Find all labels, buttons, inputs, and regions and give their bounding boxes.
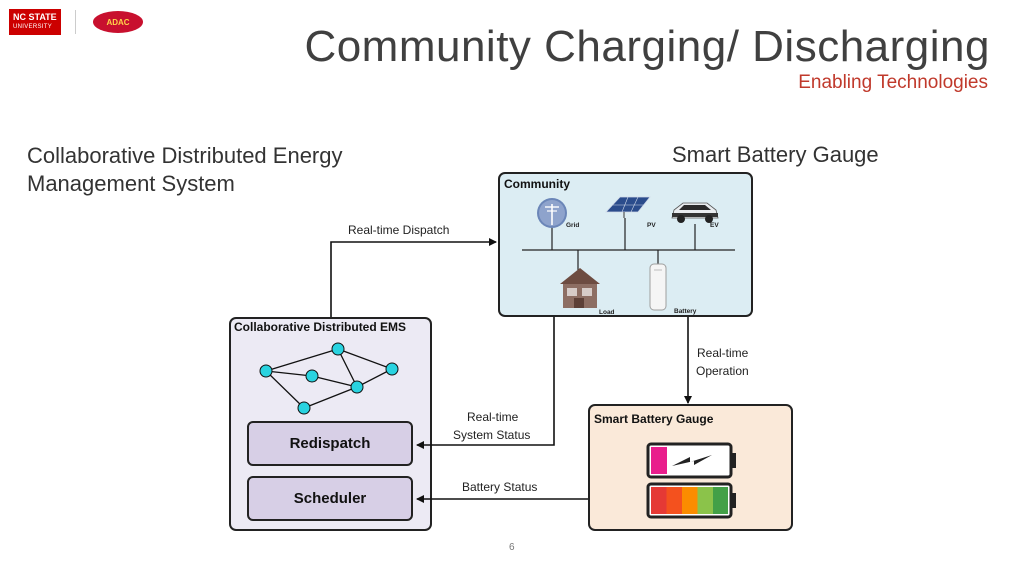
- community-title: Community: [504, 177, 570, 191]
- redispatch-box: Redispatch: [247, 421, 413, 466]
- left-heading: Collaborative Distributed Energy Managem…: [27, 143, 343, 196]
- right-heading: Smart Battery Gauge: [672, 142, 879, 167]
- ncsu-logo: NC STATE UNIVERSITY: [9, 9, 61, 35]
- solar-panel-icon: [605, 196, 651, 218]
- home-battery-icon: [649, 263, 667, 311]
- slide-title: Community Charging/ Discharging: [304, 22, 990, 71]
- adac-logo: ADAC: [93, 11, 143, 33]
- sbg-title: Smart Battery Gauge: [594, 412, 714, 426]
- battery-status-label: Battery Status: [462, 480, 538, 494]
- ems-title: Collaborative Distributed EMS: [234, 320, 407, 334]
- electric-car-icon: [671, 202, 719, 223]
- dispatch-label: Real-time Dispatch: [348, 223, 450, 237]
- charging-battery-icon: [646, 442, 736, 479]
- pv-label: PV: [647, 222, 656, 229]
- page-number: 6: [509, 542, 515, 553]
- ems-graph-nodes: [259, 342, 399, 415]
- house-icon: [560, 268, 600, 308]
- dispatch-arrow: [330, 238, 497, 317]
- adac-logo-text: ADAC: [106, 17, 130, 27]
- logo-divider: [75, 10, 76, 34]
- ems-network-graph: [265, 348, 393, 409]
- operation-label-line1: Real-time: [697, 346, 749, 360]
- community-bus: [522, 218, 735, 270]
- load-label: Load: [599, 309, 615, 316]
- ev-label: EV: [710, 222, 719, 229]
- scheduler-box: Scheduler: [247, 476, 413, 521]
- battery-label: Battery: [674, 308, 697, 315]
- charge-level-battery-icon: [646, 482, 736, 519]
- system-status-label-line2: System Status: [453, 428, 531, 442]
- system-status-arrow: [416, 317, 555, 449]
- scheduler-label: Scheduler: [293, 490, 367, 507]
- system-status-label-line1: Real-time: [467, 410, 519, 424]
- operation-label-line2: Operation: [696, 364, 749, 378]
- ncsu-logo-line2: UNIVERSITY: [13, 24, 53, 30]
- grid-label: Grid: [566, 222, 580, 229]
- redispatch-label: Redispatch: [289, 435, 371, 452]
- grid-icon: [537, 198, 567, 228]
- ncsu-logo-line1: NC STATE: [13, 12, 57, 22]
- slide-subtitle: Enabling Technologies: [798, 72, 988, 93]
